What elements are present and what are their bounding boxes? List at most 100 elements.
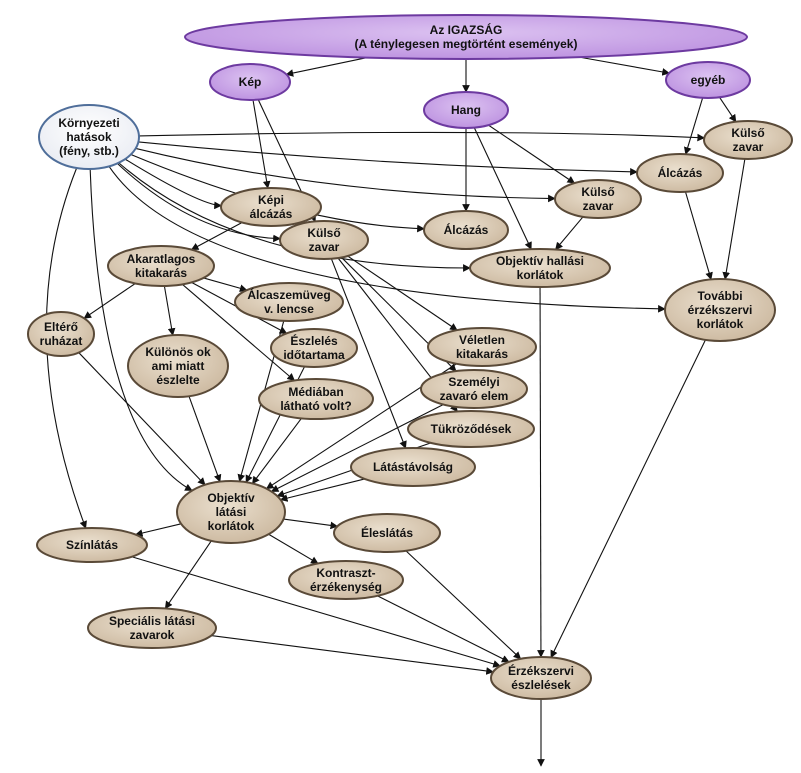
edge-eleslatas-to-erzekszervi [405, 550, 522, 660]
node-obj-hallasi-shape [469, 248, 611, 288]
node-szemelyi-label-0: Személyi [448, 375, 499, 389]
node-veletlen-label-0: Véletlen [459, 333, 505, 347]
node-hang: Hang [423, 91, 509, 129]
node-akaratlagos-shape [107, 245, 215, 287]
node-tovabbi-label-1: érzékszervi [688, 303, 753, 317]
edge-kepi-alcazas-to-akaratlagos [190, 222, 243, 251]
node-alcazas-r-shape [636, 153, 724, 193]
edge-obj-latasi-to-szinlatas [134, 523, 182, 537]
node-eszleles-ido-label-1: időtartama [283, 348, 345, 362]
node-veletlen-shape [427, 327, 537, 367]
edge-szemelyi-to-obj-latasi [270, 404, 444, 492]
edge-kornyezeti-to-obj-hallasi [118, 162, 471, 272]
edge-egyeb-to-kulso-zavar-r [719, 97, 737, 123]
node-kep: Kép [209, 63, 291, 101]
node-erzekszervi-shape [490, 656, 592, 700]
edge-kulonos-to-obj-latasi [188, 396, 222, 483]
edge-obj-latasi-to-kontraszt [268, 533, 319, 564]
node-eltero-shape [27, 311, 95, 357]
node-specialis-label-0: Speciális látási [109, 614, 195, 628]
node-tovabbi-shape [664, 278, 776, 342]
node-szemelyi-shape [420, 369, 528, 409]
node-kep-label-0: Kép [239, 75, 262, 89]
edge-kulso-zavar-l-to-veletlen [347, 255, 458, 331]
node-tukrozodesek-label-0: Tükröződések [431, 422, 512, 436]
node-alcazas-m: Álcázás [423, 210, 509, 250]
node-igazsag-shape [184, 14, 748, 60]
node-igazsag-label-0: Az IGAZSÁG [430, 22, 503, 37]
node-tukrozodesek: Tükröződések [407, 410, 535, 448]
node-alcazas-m-label-0: Álcázás [444, 222, 489, 237]
edge-specialis-to-erzekszervi [211, 635, 494, 675]
node-hang-label-0: Hang [451, 103, 481, 117]
node-eleslatas-label-0: Éleslátás [361, 525, 413, 540]
node-kulonos-label-1: ami miatt [152, 359, 205, 373]
node-alcazas-m-shape [423, 210, 509, 250]
node-mediaban-shape [258, 378, 374, 420]
node-alcazas-r: Álcázás [636, 153, 724, 193]
edge-kornyezeti-to-kepi-alcazas [124, 158, 222, 210]
node-obj-hallasi-label-1: korlátok [517, 268, 564, 282]
node-mediaban-label-0: Médiában [288, 385, 343, 399]
node-kornyezeti-label-1: hatások [66, 130, 112, 144]
node-eltero-label-0: Eltérő [44, 320, 78, 334]
node-kepi-alcazas-label-1: álcázás [250, 207, 293, 221]
node-akaratlagos-label-1: kitakarás [135, 266, 187, 280]
node-egyeb: egyéb [665, 61, 751, 99]
node-kulso-zavar-l-shape [279, 220, 369, 260]
node-igazsag: Az IGAZSÁG(A ténylegesen megtörtént esem… [184, 14, 748, 60]
node-eleslatas-shape [333, 513, 441, 553]
node-mediaban-label-1: látható volt? [280, 399, 351, 413]
node-alcaszemuveg-label-1: v. lencse [264, 302, 314, 316]
node-szinlatas-shape [36, 527, 148, 563]
node-kulso-zavar-m-label-0: Külső [581, 185, 614, 199]
node-akaratlagos-label-0: Akaratlagos [127, 252, 196, 266]
node-egyeb-shape [665, 61, 751, 99]
edge-tovabbi-to-erzekszervi [550, 339, 706, 659]
node-kontraszt-shape [288, 560, 404, 600]
node-veletlen-label-1: kitakarás [456, 347, 508, 361]
edge-kulso-zavar-r-to-tovabbi [722, 158, 746, 280]
node-kulso-zavar-l-label-0: Külső [307, 226, 340, 240]
edge-kulso-zavar-l-to-latastavolsag [330, 258, 407, 449]
node-specialis-label-1: zavarok [130, 628, 175, 642]
node-obj-latasi-label-1: látási [216, 505, 247, 519]
edge-kontraszt-to-erzekszervi [377, 595, 510, 663]
edge-mediaban-to-obj-latasi [251, 418, 302, 485]
node-eleslatas: Éleslátás [333, 513, 441, 553]
node-kep-shape [209, 63, 291, 101]
node-egyeb-label-0: egyéb [691, 73, 726, 87]
node-kornyezeti-shape [38, 104, 140, 170]
node-kulonos-label-2: észlelte [156, 373, 200, 387]
edge-kornyezeti-to-tovabbi [108, 166, 666, 313]
edge-hang-to-kulso-zavar-m [488, 124, 576, 184]
edge-kornyezeti-to-alcazas-r [138, 141, 638, 176]
node-kontraszt-label-1: érzékenység [310, 580, 382, 594]
node-eszleles-ido-label-0: Észlelés [290, 333, 338, 348]
node-alcazas-r-label-0: Álcázás [658, 165, 703, 180]
edge-akaratlagos-to-eltero [83, 283, 136, 319]
edge-kulso-zavar-m-to-obj-hallasi [555, 216, 584, 251]
edge-igazsag-to-kep [285, 57, 368, 77]
edge-egyeb-to-alcazas-r [683, 97, 704, 155]
node-latastavolsag-label-0: Látástávolság [373, 460, 453, 474]
node-latastavolsag: Látástávolság [350, 447, 476, 487]
node-obj-latasi-shape [176, 480, 286, 544]
node-eszleles-ido-shape [270, 328, 358, 368]
node-tovabbi-label-2: korlátok [697, 317, 744, 331]
edge-obj-latasi-to-specialis [164, 540, 212, 610]
node-kontraszt: Kontraszt-érzékenység [288, 560, 404, 600]
